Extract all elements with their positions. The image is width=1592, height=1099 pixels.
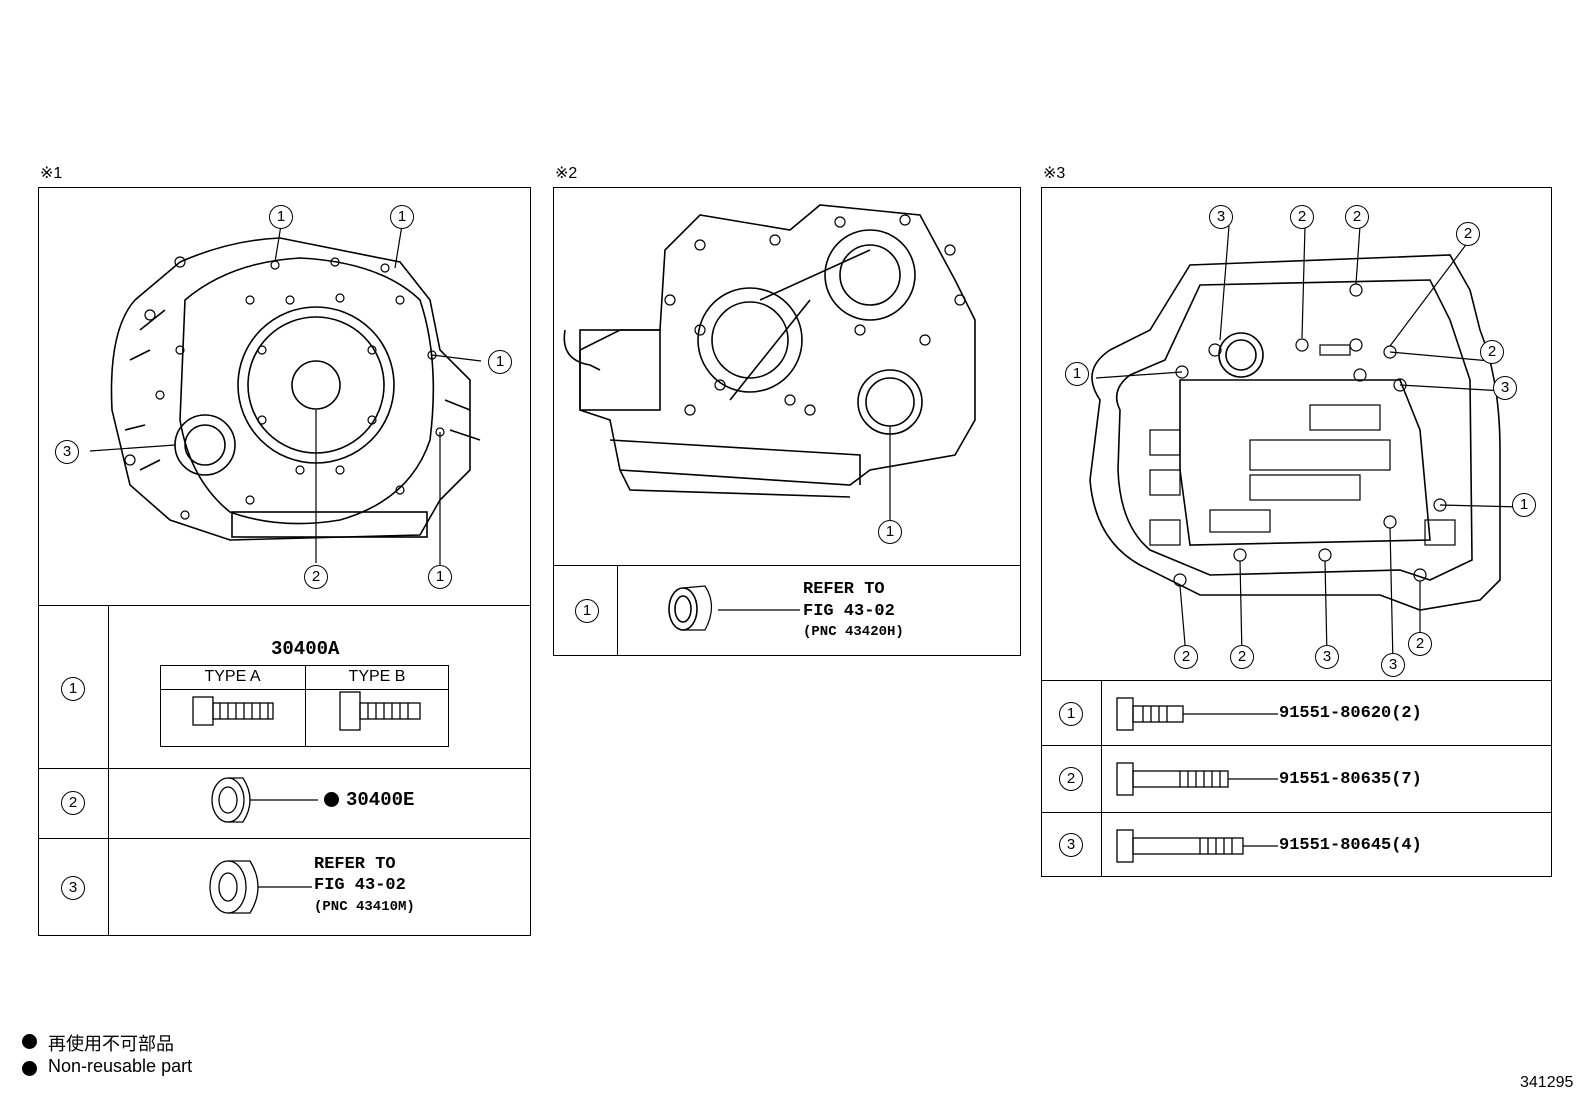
callout-3: 3 bbox=[1209, 205, 1233, 229]
table-row-num: 3 bbox=[1059, 833, 1083, 857]
refer-line: (PNC 43420H) bbox=[803, 624, 904, 640]
part-number: 91551-80645(4) bbox=[1279, 836, 1422, 855]
callout-2: 2 bbox=[304, 565, 328, 589]
non-reusable-dot-icon bbox=[22, 1061, 37, 1076]
type-table-divider bbox=[305, 665, 306, 747]
callout-1: 1 bbox=[878, 520, 902, 544]
part-code: 30400A bbox=[271, 638, 340, 660]
callout-1: 1 bbox=[488, 350, 512, 374]
callout-1: 1 bbox=[390, 205, 414, 229]
panel-3-col-divider bbox=[1101, 680, 1102, 877]
panel-3-divider bbox=[1041, 680, 1552, 681]
part-number: 91551-80620(2) bbox=[1279, 704, 1422, 723]
refer-line: REFER TO bbox=[314, 855, 396, 874]
table-row-num: 1 bbox=[61, 677, 85, 701]
callout-3: 3 bbox=[1493, 376, 1517, 400]
legend-jp: 再使用不可部品 bbox=[48, 1034, 174, 1055]
panel-1-frame bbox=[38, 187, 531, 936]
callout-3: 3 bbox=[1381, 653, 1405, 677]
panel-1-divider bbox=[38, 605, 531, 606]
non-reusable-dot-icon bbox=[324, 792, 339, 807]
callout-1: 1 bbox=[269, 205, 293, 229]
type-b-label: TYPE B bbox=[348, 668, 406, 685]
table-row-num: 1 bbox=[1059, 702, 1083, 726]
callout-3: 3 bbox=[1315, 645, 1339, 669]
transaxle-front-drawing bbox=[89, 224, 482, 573]
panel-1-mark: ※1 bbox=[40, 165, 63, 182]
callout-1: 1 bbox=[428, 565, 452, 589]
panel-1-row-divider bbox=[38, 838, 531, 839]
refer-line: FIG 43-02 bbox=[803, 602, 895, 621]
part-number: 30400E bbox=[346, 789, 415, 811]
parts-drawings bbox=[192, 691, 1278, 914]
callout-2: 2 bbox=[1456, 222, 1480, 246]
table-row-num: 1 bbox=[575, 599, 599, 623]
callout-1: 1 bbox=[1512, 493, 1536, 517]
panel-2-divider bbox=[553, 565, 1021, 566]
refer-line: FIG 43-02 bbox=[314, 876, 406, 895]
panel-3-mark: ※3 bbox=[1043, 165, 1066, 182]
type-table-divider bbox=[160, 689, 449, 690]
table-row-num: 2 bbox=[1059, 767, 1083, 791]
panel-1-row-divider bbox=[38, 768, 531, 769]
callout-2: 2 bbox=[1174, 645, 1198, 669]
panel-3-frame bbox=[1041, 187, 1552, 877]
refer-line: (PNC 43410M) bbox=[314, 899, 415, 915]
figure-id: 341295 bbox=[1520, 1074, 1574, 1091]
refer-line: REFER TO bbox=[803, 580, 885, 599]
callout-3: 3 bbox=[55, 440, 79, 464]
transaxle-side-drawing bbox=[563, 204, 976, 631]
valve-body-drawing bbox=[1089, 225, 1523, 665]
callout-2: 2 bbox=[1345, 205, 1369, 229]
panel-2-frame bbox=[553, 187, 1021, 656]
type-table bbox=[160, 665, 449, 747]
panel-2-mark: ※2 bbox=[555, 165, 578, 182]
panel-2-col-divider bbox=[617, 565, 618, 656]
table-row-num: 3 bbox=[61, 876, 85, 900]
table-row-num: 2 bbox=[61, 791, 85, 815]
panel-3-row-divider bbox=[1041, 812, 1552, 813]
panel-3-row-divider bbox=[1041, 745, 1552, 746]
callout-2: 2 bbox=[1408, 632, 1432, 656]
callout-1: 1 bbox=[1065, 362, 1089, 386]
part-number: 91551-80635(7) bbox=[1279, 770, 1422, 789]
callout-2: 2 bbox=[1230, 645, 1254, 669]
panel-1-col-divider bbox=[108, 605, 109, 936]
non-reusable-dot-icon bbox=[22, 1034, 37, 1049]
callout-2: 2 bbox=[1290, 205, 1314, 229]
callout-2: 2 bbox=[1480, 340, 1504, 364]
legend-en: Non-reusable part bbox=[48, 1056, 193, 1076]
type-a-label: TYPE A bbox=[204, 668, 261, 685]
